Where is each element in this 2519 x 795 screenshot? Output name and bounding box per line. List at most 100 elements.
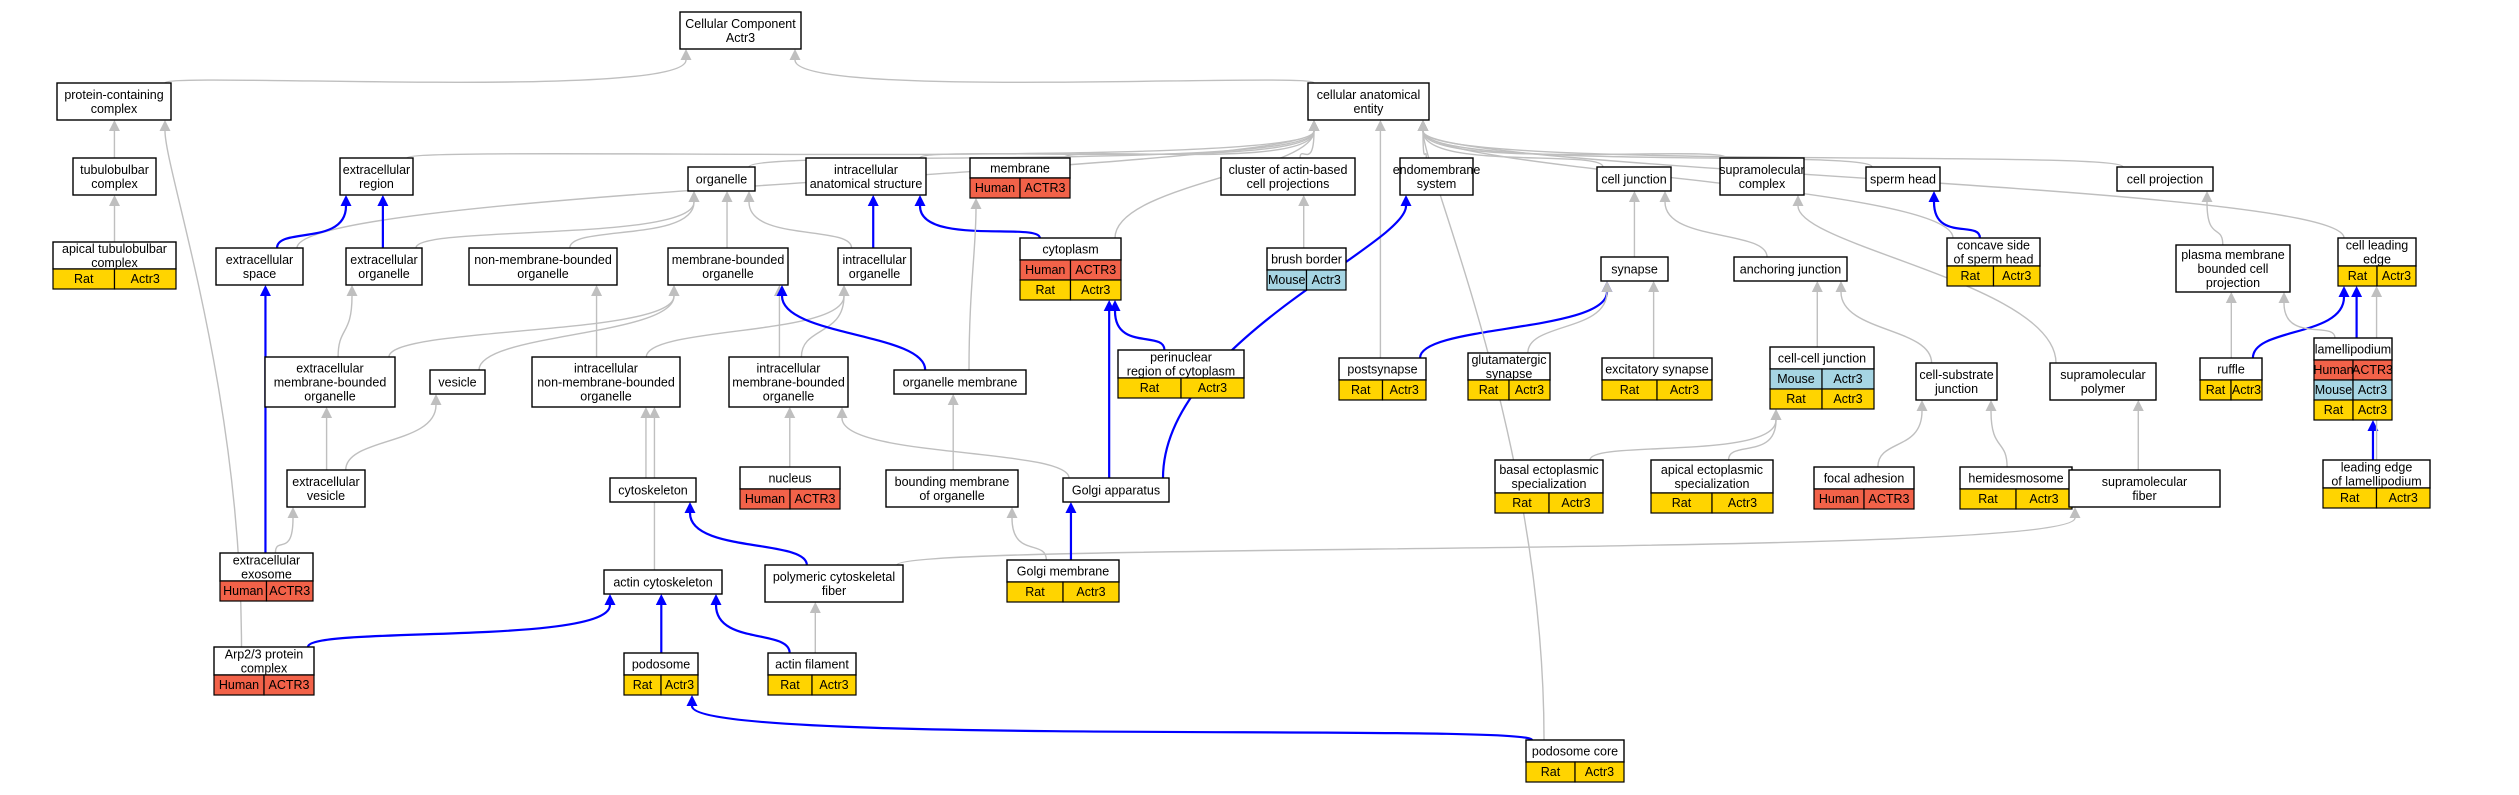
node-label: cell projections [1247,177,1330,191]
annotation-cell [1381,379,1427,401]
edge-line [1422,130,1954,239]
edge-arp-to-pcc [159,120,243,648]
edge-line [306,604,612,649]
node-box [805,157,927,196]
node-ves: vesicle [429,369,486,395]
edge-ga-to-imbo [836,407,1070,479]
edge-line [1422,130,1604,168]
edge-arrowhead [2371,286,2383,297]
annotation-gene: ACTR3 [795,492,836,506]
edge-csh-to-sh [1928,191,1982,239]
edge-fa-to-csj [1877,400,1928,468]
edge-cyt-to-cae [1114,120,1320,239]
node-label: organelle [517,267,568,281]
node-label: organelle [696,173,747,187]
node-label: intracellular [574,362,638,376]
edge-arrowhead [710,594,722,605]
node-sh: sperm head [1865,166,1941,192]
annotation-species: Rat [1620,383,1640,397]
node-box [264,356,396,408]
edge-ga-to-ems [1161,195,1412,479]
annotation-species: Human [2313,363,2353,377]
edge-ves-to-mbo [478,285,680,371]
edge-gm-to-ga [1065,502,1077,560]
edge-exv-to-emo [321,407,333,470]
annotation-species: Rat [2348,269,2368,283]
node-label: apical ectoplasmic [1661,463,1763,477]
edge-arrowhead [591,285,603,296]
node-box [893,369,1027,395]
node-inmo: intracellularnon-membrane-boundedorganel… [531,356,681,408]
edge-arrowhead [2201,191,2213,202]
node-label: cytoplasm [1042,243,1098,257]
node-label: ruffle [2217,363,2245,377]
node-label: projection [2206,276,2260,290]
annotation-species: Mouse [2315,383,2353,397]
edge-arp-to-acs [306,594,616,649]
node-label: concave side [1957,239,2030,253]
edge-line [345,404,437,471]
node-label: leading edge [2341,461,2413,475]
node-label: fiber [822,584,846,598]
annotation-cell [1508,379,1551,401]
edge-line [1877,410,1923,468]
annotation-cell [660,674,699,696]
annotation-species: Rat [1786,392,1806,406]
edge-arrowhead [655,594,667,605]
edge-line [841,417,1070,479]
edge-arrowhead [1103,300,1115,311]
edge-line [478,295,675,371]
edge-bb-to-clu [1298,195,1310,248]
annotation-species: Rat [1025,585,1045,599]
annotation-cell [789,488,841,510]
node-label: perinuclear [1150,351,1212,365]
annotation-gene: Actr3 [1833,372,1862,386]
edge-arrowhead [1811,281,1823,292]
edge-arrowhead [1308,120,1320,131]
edge-lel-to-lam [2367,420,2379,461]
node-box [764,564,904,603]
annotation-species: Human [223,584,263,598]
node-label: nucleus [768,472,811,486]
edge-arrowhead [604,594,616,605]
edge-line [748,201,853,249]
node-box [609,477,697,503]
edge-line [780,295,927,371]
node-label: synapse [1611,263,1658,277]
annotation-cell [1711,492,1774,514]
node-box [1596,166,1672,192]
edge-io-to-ias [867,195,879,248]
node-label: bounding membrane [895,475,1010,489]
edge-arrowhead [809,602,821,613]
node-org: organelle [687,166,756,192]
edge-line [645,295,845,358]
edge-emo-to-exo [337,285,358,358]
node-box [52,241,177,270]
annotation-species: Rat [1978,492,1998,506]
node-label: complex [91,102,138,116]
annotation-cell [2375,487,2431,509]
node-label: Cellular Component [685,17,796,31]
edge-arrowhead [648,407,660,418]
edge-line [714,604,791,654]
node-box [1220,157,1356,196]
annotation-gene: Actr3 [2232,383,2261,397]
node-label: endomembrane [1393,163,1481,177]
edge-arrowhead [1417,120,1429,131]
edge-line [1422,130,1427,159]
annotation-cell [1821,388,1875,410]
annotation-gene: Actr3 [1670,383,1699,397]
